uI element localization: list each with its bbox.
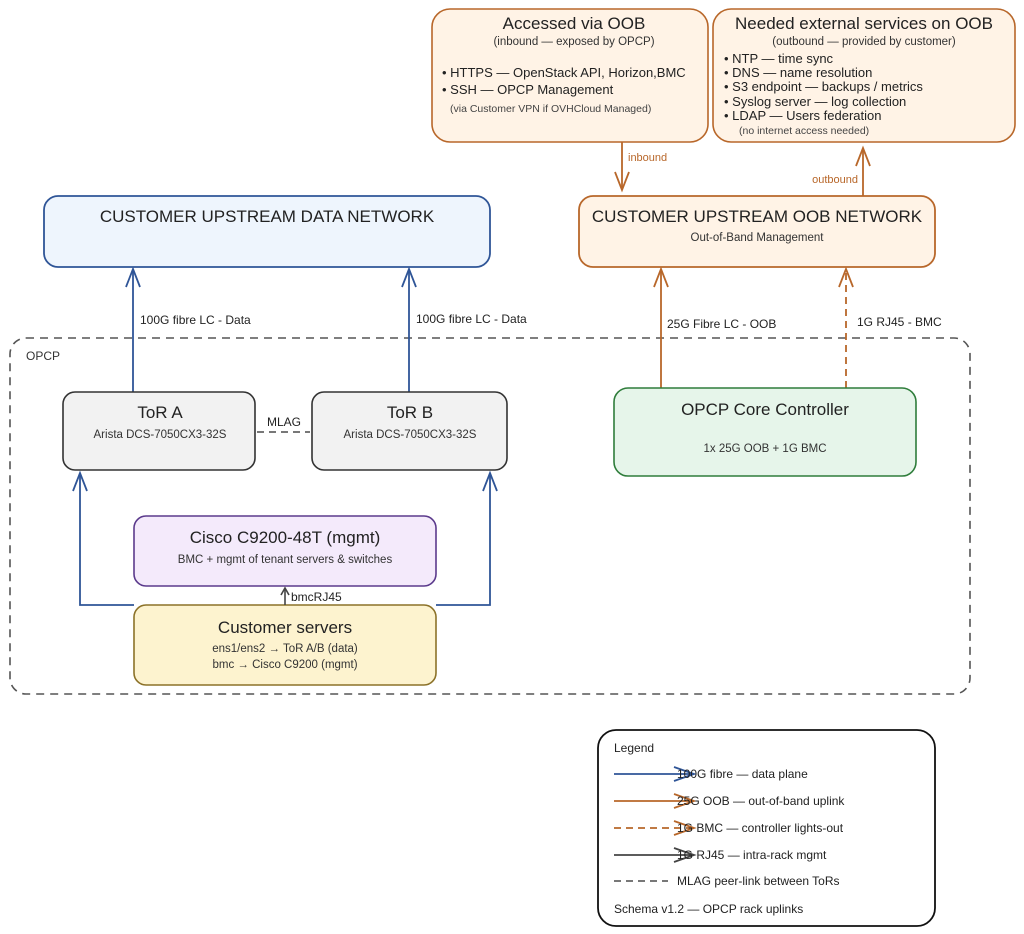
data-uplink-tor-a — [125, 266, 141, 392]
cisco-subtitle: BMC + mgmt of tenant servers & switches — [178, 554, 393, 566]
data-uplink-tor-b — [401, 266, 417, 392]
accessed-via-oob-box: Accessed via OOB (inbound — exposed by O… — [431, 8, 709, 143]
needed-item: • DNS — name resolution — [724, 65, 872, 80]
legend-swatch-data — [614, 766, 697, 782]
legend-item: 100G fibre — data plane — [677, 767, 808, 781]
servers-to-tor-a-link — [72, 470, 134, 606]
outbound-label: outbound — [812, 174, 858, 186]
accessed-title: Accessed via OOB — [503, 14, 646, 33]
customer-data-network-box: CUSTOMER UPSTREAM DATA NETWORK — [43, 195, 491, 268]
data-uplink-a-label: 100G fibre LC - Data — [140, 313, 251, 327]
core-subtitle: 1x 25G OOB + 1G BMC — [703, 443, 826, 455]
needed-services-box: Needed external services on OOB (outboun… — [712, 8, 1016, 143]
inbound-label: inbound — [628, 152, 667, 164]
opcp-core-controller-box: OPCP Core Controller 1x 25G OOB + 1G BMC — [613, 387, 917, 477]
core-title: OPCP Core Controller — [681, 400, 849, 419]
bmc-rj45-label: bmcRJ45 — [291, 590, 342, 604]
accessed-subtitle: (inbound — exposed by OPCP) — [493, 36, 654, 48]
legend-footer: Schema v1.2 — OPCP rack uplinks — [614, 902, 803, 916]
accessed-item: • SSH — OPCP Management — [442, 82, 614, 97]
tor-a-box: ToR A Arista DCS-7050CX3-32S — [62, 391, 256, 471]
cisco-title: Cisco C9200-48T (mgmt) — [190, 528, 381, 547]
needed-item: • LDAP — Users federation — [724, 108, 882, 123]
needed-item: • Syslog server — log collection — [724, 94, 906, 109]
legend-swatch-oob — [614, 793, 697, 809]
tor-b-title: ToR B — [387, 403, 433, 422]
legend-item: 1G BMC — controller lights-out — [677, 821, 844, 835]
needed-item: • S3 endpoint — backups / metrics — [724, 79, 923, 94]
legend-swatch-bmc — [614, 820, 697, 836]
accessed-note: (via Customer VPN if OVHCloud Managed) — [450, 103, 651, 115]
customer-servers-box: Customer servers ens1/ens2 → ToR A/B (da… — [133, 604, 437, 686]
servers-line-1: ens1/ens2 → ToR A/B (data) — [212, 643, 358, 655]
bmc-1g-label: 1G RJ45 - BMC — [857, 315, 942, 329]
data-uplink-b-label: 100G fibre LC - Data — [416, 312, 527, 326]
legend-item: 25G OOB — out-of-band uplink — [677, 794, 845, 808]
servers-line-2: bmc → Cisco C9200 (mgmt) — [212, 659, 357, 671]
tor-b-box: ToR B Arista DCS-7050CX3-32S — [311, 391, 508, 471]
needed-note: (no internet access needed) — [739, 125, 869, 137]
needed-item: • NTP — time sync — [724, 51, 834, 66]
legend-swatch-mgmt — [614, 847, 697, 863]
legend: Legend 100G fibre — data plane 25G OOB —… — [597, 729, 936, 927]
accessed-item: • HTTPS — OpenStack API, Horizon,BMC — [442, 65, 686, 80]
servers-title: Customer servers — [218, 618, 352, 637]
bmc-1g-uplink — [838, 266, 854, 388]
legend-item: 1G RJ45 — intra-rack mgmt — [677, 848, 827, 862]
mlag-label: MLAG — [267, 415, 301, 429]
opcp-label: OPCP — [26, 349, 60, 363]
outbound-link — [855, 145, 871, 196]
oob-25g-label: 25G Fibre LC - OOB — [667, 317, 776, 331]
oob-25g-uplink — [653, 266, 669, 388]
tor-b-subtitle: Arista DCS-7050CX3-32S — [344, 429, 477, 441]
inbound-link — [614, 142, 630, 193]
tor-a-subtitle: Arista DCS-7050CX3-32S — [94, 429, 227, 441]
servers-bmc-to-cisco-link — [280, 586, 290, 605]
needed-title: Needed external services on OOB — [735, 14, 993, 33]
needed-subtitle: (outbound — provided by customer) — [772, 36, 956, 48]
legend-item: MLAG peer-link between ToRs — [677, 874, 840, 888]
oob-network-title: CUSTOMER UPSTREAM OOB NETWORK — [592, 207, 923, 226]
customer-oob-network-box: CUSTOMER UPSTREAM OOB NETWORK Out-of-Ban… — [578, 195, 936, 268]
servers-to-tor-b-link — [436, 470, 498, 606]
cisco-mgmt-switch-box: Cisco C9200-48T (mgmt) BMC + mgmt of ten… — [133, 515, 437, 587]
opcp-boundary — [9, 337, 971, 695]
oob-network-subtitle: Out-of-Band Management — [691, 232, 825, 244]
data-network-title: CUSTOMER UPSTREAM DATA NETWORK — [100, 207, 435, 226]
tor-a-title: ToR A — [137, 403, 183, 422]
legend-title: Legend — [614, 741, 654, 755]
